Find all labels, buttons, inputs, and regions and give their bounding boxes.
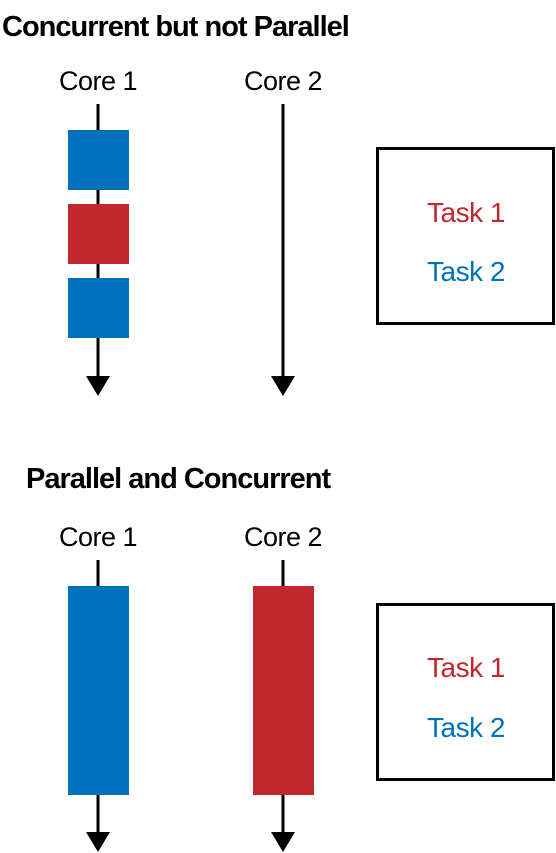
legend-task-2: Task 2 bbox=[427, 712, 505, 743]
task-segment bbox=[253, 586, 314, 795]
task-segment bbox=[68, 586, 129, 795]
timeline-arrowhead bbox=[86, 376, 110, 396]
legend-task-1: Task 1 bbox=[427, 197, 505, 228]
core-label: Core 1 bbox=[59, 522, 137, 552]
panel-parallel: Parallel and Concurrent Core 1 Core 2 Ta… bbox=[26, 463, 555, 852]
core-label: Core 2 bbox=[244, 66, 322, 96]
core-2-timeline: Core 2 bbox=[244, 522, 323, 852]
timeline-arrowhead bbox=[271, 832, 295, 852]
task-segment bbox=[68, 278, 129, 338]
legend-border bbox=[376, 147, 555, 325]
legend-task-1: Task 1 bbox=[427, 652, 505, 683]
legend-task-2: Task 2 bbox=[427, 256, 505, 287]
panel-concurrent: Concurrent but not Parallel Core 1 Core … bbox=[2, 11, 555, 396]
legend-box: Task 1 Task 2 bbox=[376, 147, 555, 325]
core-label: Core 2 bbox=[244, 522, 322, 552]
panel-title: Parallel and Concurrent bbox=[26, 463, 331, 495]
core-1-timeline: Core 1 bbox=[59, 66, 138, 396]
legend-box: Task 1 Task 2 bbox=[376, 603, 555, 781]
task-segment bbox=[68, 130, 129, 190]
timeline-arrowhead bbox=[86, 832, 110, 852]
core-2-timeline: Core 2 bbox=[244, 66, 323, 396]
task-segment bbox=[68, 204, 129, 264]
core-1-timeline: Core 1 bbox=[59, 522, 138, 852]
legend-border bbox=[376, 603, 555, 781]
core-label: Core 1 bbox=[59, 66, 137, 96]
timeline-arrowhead bbox=[271, 376, 295, 396]
panel-title: Concurrent but not Parallel bbox=[2, 11, 349, 43]
